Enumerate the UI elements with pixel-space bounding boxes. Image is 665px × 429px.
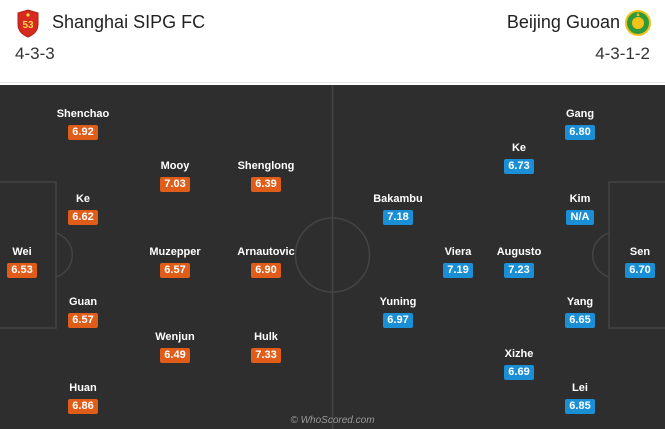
player-rating-badge: 6.92	[68, 125, 98, 140]
beijing-guoan-crest-icon	[624, 8, 652, 38]
player-name: Yuning	[379, 296, 417, 308]
away-player-viera[interactable]: Viera 7.19	[418, 246, 498, 278]
player-rating-badge: 6.97	[383, 313, 413, 328]
player-name: Gang	[565, 108, 595, 120]
home-player-ke[interactable]: Ke 6.62	[43, 193, 123, 225]
player-name: Arnautovic	[237, 246, 295, 258]
home-player-muzepper[interactable]: Muzepper 6.57	[135, 246, 215, 278]
away-player-augusto[interactable]: Augusto 7.23	[479, 246, 559, 278]
away-player-kim[interactable]: Kim N/A	[540, 193, 620, 225]
away-player-bakambu[interactable]: Bakambu 7.18	[358, 193, 438, 225]
home-player-wenjun[interactable]: Wenjun 6.49	[135, 331, 215, 363]
away-player-lei[interactable]: Lei 6.85	[540, 382, 620, 414]
player-name: Guan	[68, 296, 98, 308]
away-formation: 4-3-1-2	[595, 44, 650, 63]
player-name: Xizhe	[504, 348, 534, 360]
player-rating-badge: N/A	[566, 210, 594, 225]
header-divider	[0, 82, 665, 83]
player-name: Ke	[511, 142, 527, 154]
player-rating-badge: 6.90	[251, 263, 281, 278]
player-rating-badge: 7.18	[383, 210, 413, 225]
player-rating-badge: 6.69	[504, 365, 534, 380]
player-name: Wei	[12, 246, 32, 258]
player-rating-badge: 6.73	[504, 159, 534, 174]
shanghai-sipg-crest-icon: 53	[15, 8, 41, 38]
player-name: Mooy	[160, 160, 190, 172]
player-rating-badge: 7.03	[160, 177, 190, 192]
home-player-wei[interactable]: Wei 6.53	[0, 246, 62, 278]
home-formation: 4-3-3	[15, 44, 55, 63]
player-rating-badge: 6.57	[68, 313, 98, 328]
away-player-sen[interactable]: Sen 6.70	[600, 246, 665, 278]
player-rating-badge: 7.33	[251, 348, 281, 363]
home-team-name[interactable]: Shanghai SIPG FC	[52, 12, 206, 32]
svg-text:53: 53	[22, 20, 34, 31]
player-rating-badge: 6.49	[160, 348, 190, 363]
pitch-markings	[0, 85, 665, 429]
player-name: Lei	[572, 382, 588, 394]
home-player-guan[interactable]: Guan 6.57	[43, 296, 123, 328]
player-name: Shenchao	[56, 108, 110, 120]
player-rating-badge: 6.85	[565, 399, 595, 414]
player-rating-badge: 6.80	[565, 125, 595, 140]
pitch: Shenchao 6.92 Mooy 7.03 Shenglong 6.39 K…	[0, 85, 665, 429]
player-name: Huan	[69, 382, 97, 394]
player-name: Muzepper	[149, 246, 201, 258]
player-rating-badge: 6.62	[68, 210, 98, 225]
player-name: Bakambu	[373, 193, 423, 205]
player-name: Ke	[75, 193, 91, 205]
player-rating-badge: 6.86	[68, 399, 98, 414]
away-player-xizhe[interactable]: Xizhe 6.69	[479, 348, 559, 380]
player-rating-badge: 6.39	[251, 177, 281, 192]
away-player-yang[interactable]: Yang 6.65	[540, 296, 620, 328]
match-header: 53 Shanghai SIPG FC 4-3-3 Beijing Guoan …	[0, 0, 665, 82]
player-rating-badge: 6.70	[625, 263, 655, 278]
player-rating-badge: 6.53	[7, 263, 37, 278]
player-rating-badge: 6.57	[160, 263, 190, 278]
player-name: Shenglong	[237, 160, 295, 172]
away-player-yuning[interactable]: Yuning 6.97	[358, 296, 438, 328]
player-name: Wenjun	[155, 331, 195, 343]
player-name: Sen	[629, 246, 651, 258]
home-player-hulk[interactable]: Hulk 7.33	[226, 331, 306, 363]
player-rating-badge: 6.65	[565, 313, 595, 328]
player-rating-badge: 7.19	[443, 263, 473, 278]
home-player-shenglong[interactable]: Shenglong 6.39	[226, 160, 306, 192]
away-player-gang[interactable]: Gang 6.80	[540, 108, 620, 140]
home-player-mooy[interactable]: Mooy 7.03	[135, 160, 215, 192]
home-player-huan[interactable]: Huan 6.86	[43, 382, 123, 414]
player-name: Kim	[569, 193, 591, 205]
watermark: © WhoScored.com	[290, 415, 375, 426]
player-name: Hulk	[254, 331, 278, 343]
player-rating-badge: 7.23	[504, 263, 534, 278]
home-player-shenchao[interactable]: Shenchao 6.92	[43, 108, 123, 140]
away-player-ke[interactable]: Ke 6.73	[479, 142, 559, 174]
player-name: Yang	[566, 296, 594, 308]
player-name: Augusto	[496, 246, 542, 258]
away-team-name[interactable]: Beijing Guoan	[506, 12, 620, 32]
player-name: Viera	[444, 246, 472, 258]
home-player-arnautovic[interactable]: Arnautovic 6.90	[226, 246, 306, 278]
